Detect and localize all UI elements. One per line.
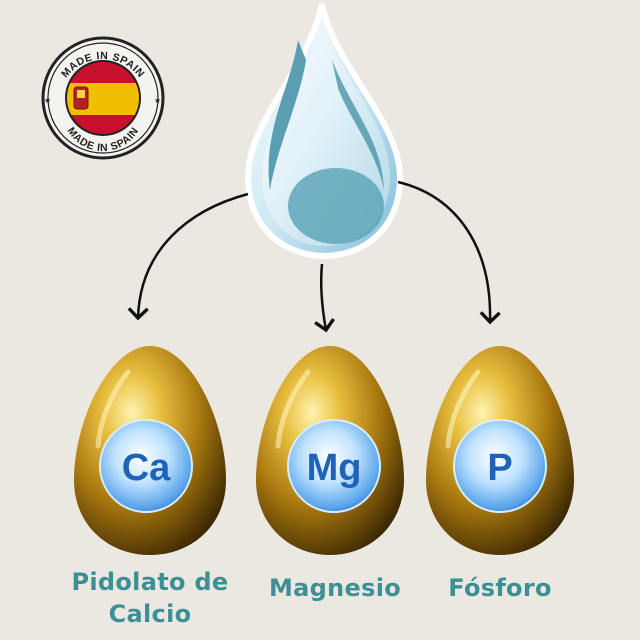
egg-magnesium: Mg [256, 346, 404, 555]
magnesium-label: Magnesio [268, 574, 402, 602]
water-drop-icon [244, 3, 404, 260]
star-icon: ★ [44, 96, 51, 105]
arrow-to-magnesium [314, 263, 335, 333]
arrows [127, 180, 501, 333]
spain-flag-icon [67, 62, 139, 134]
arrow-to-calcium [127, 192, 249, 321]
egg-calcium: Ca [74, 346, 226, 555]
calcium-label-line1: Pidolato de [71, 568, 229, 596]
egg-phosphorus: P [426, 346, 574, 555]
calcium-symbol: Ca [122, 447, 171, 489]
calcium-label: Pidolato de Calcio [50, 566, 250, 630]
made-in-spain-badge: MADE IN SPAIN MADE IN SPAIN ★ ★ [41, 36, 165, 160]
phosphorus-label: Fósforo [448, 574, 552, 602]
phosphorus-symbol: P [487, 447, 512, 489]
magnesium-symbol: Mg [307, 447, 362, 489]
arrow-to-phosphorus [397, 180, 501, 325]
star-icon: ★ [154, 96, 161, 105]
calcium-label-line2: Calcio [108, 600, 192, 628]
